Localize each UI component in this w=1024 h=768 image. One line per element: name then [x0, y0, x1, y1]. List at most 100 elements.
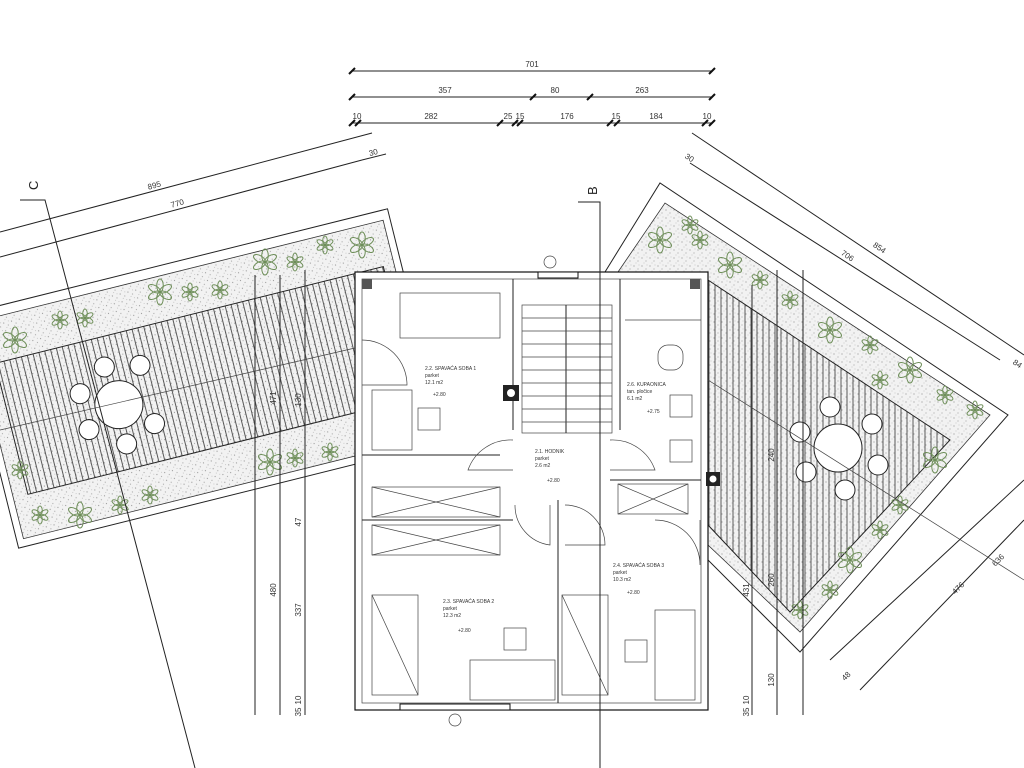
dining-table	[69, 354, 166, 455]
room-label-bedroom-2: 2.3. SPAVAĆA SOBA 2 parket 12.3 m2 +2.80	[443, 598, 494, 634]
dimension-tick	[348, 93, 356, 101]
dim-label: 263	[635, 86, 649, 95]
room-floor: parket	[425, 373, 440, 379]
dining-table	[789, 396, 889, 501]
dim-label: 35	[742, 707, 751, 716]
plant-icon	[76, 308, 94, 328]
dim-label: 48	[840, 670, 853, 683]
room-label-bathroom: 2.6. KUPAONICA tan. pločice 6.1 m2 +2.75	[627, 382, 666, 415]
plant-icon	[781, 290, 799, 310]
dim-label: 10	[703, 112, 712, 121]
left-terrace-dimensions: 895 770 30	[0, 132, 387, 258]
plant-icon	[350, 231, 374, 259]
dim-label: 471	[269, 391, 278, 405]
room-name: 2.2. SPAVAĆA SOBA 1	[425, 365, 476, 372]
plant-icon	[966, 400, 984, 420]
dim-label: 80	[551, 86, 560, 95]
plant-icon	[871, 520, 889, 540]
dimension-tick	[701, 119, 709, 127]
plant-icon	[31, 505, 49, 525]
dimension-tick	[348, 67, 356, 75]
plant-icon	[141, 485, 159, 505]
room-label-bedroom-1: 2.2. SPAVAĆA SOBA 1 parket 12.1 m2 +2.80	[425, 365, 476, 398]
plant-icon	[861, 335, 879, 355]
dim-label: 10	[353, 112, 362, 121]
house	[354, 271, 720, 711]
dim-label: 130	[767, 673, 776, 687]
plant-icon	[718, 251, 742, 279]
room-label-bedroom-3: 2.4. SPAVAĆA SOBA 3 parket 10.3 m2 +2.80	[613, 562, 664, 596]
dim-label: 130	[294, 393, 303, 407]
room-name: 2.1. HODNIK	[535, 449, 565, 455]
plant-icon	[691, 230, 709, 250]
dim-label: 10	[742, 695, 751, 704]
left-vertical-dimensions: 480 337 47 10 35 471 130	[254, 270, 306, 716]
room-floor: parket	[443, 606, 458, 612]
right-terrace	[604, 182, 1009, 653]
dim-label: 25	[504, 112, 513, 121]
dimension-tick	[354, 119, 362, 127]
room-level: +2.80	[458, 628, 471, 634]
dim-label: 431	[742, 583, 751, 597]
dim-label: 15	[612, 112, 621, 121]
dimension-tick	[348, 119, 356, 127]
plant-icon	[258, 448, 282, 476]
section-line-b: B	[578, 186, 601, 768]
dimension-tick	[586, 93, 594, 101]
room-floor: parket	[613, 570, 628, 576]
dim-label: 30	[683, 152, 696, 165]
room-level: +2.80	[433, 392, 446, 398]
dim-label: 895	[147, 179, 163, 191]
dim-label: 770	[170, 197, 186, 209]
plant-icon	[3, 326, 27, 354]
dim-label: 47	[294, 517, 303, 526]
room-area: 12.3 m2	[443, 613, 461, 619]
plant-icon	[791, 600, 809, 620]
plant-icon	[936, 385, 954, 405]
section-marker-c: C	[26, 181, 41, 190]
dim-label: 240	[767, 448, 776, 462]
dim-label: 706	[839, 248, 856, 263]
room-name: 2.6. KUPAONICA	[627, 382, 666, 388]
room-level: +2.75	[647, 409, 660, 415]
dim-label: 84	[1011, 358, 1024, 371]
plant-icon	[181, 282, 199, 302]
staircase	[521, 304, 613, 434]
dimension-tick	[708, 119, 716, 127]
room-label-hallway: 2.1. HODNIK parket 2.6 m2 +2.80	[535, 449, 565, 484]
plant-icon	[648, 226, 672, 254]
room-area: 12.1 m2	[425, 380, 443, 386]
plant-icon	[898, 356, 922, 384]
plant-icon	[111, 495, 129, 515]
room-name: 2.3. SPAVAĆA SOBA 2	[443, 598, 494, 605]
dim-label: 10	[294, 695, 303, 704]
dimension-tick	[708, 67, 716, 75]
dimension-tick	[606, 119, 614, 127]
dim-label: 15	[516, 112, 525, 121]
dim-label: 35	[294, 707, 303, 716]
plant-icon	[11, 460, 29, 480]
dimension-tick	[496, 119, 504, 127]
room-floor: parket	[535, 456, 550, 462]
plant-icon	[286, 252, 304, 272]
dim-label: 337	[294, 603, 303, 617]
room-area: 2.6 m2	[535, 463, 551, 469]
dim-label: 480	[269, 583, 278, 597]
plant-icon	[821, 580, 839, 600]
plant-icon	[871, 370, 889, 390]
dim-label: 30	[368, 147, 379, 158]
plant-icon	[286, 448, 304, 468]
dim-label: 854	[871, 240, 888, 255]
room-name: 2.4. SPAVAĆA SOBA 3	[613, 562, 664, 569]
plant-icon	[51, 310, 69, 330]
dimension-tick	[516, 119, 524, 127]
plants	[3, 215, 984, 620]
room-level: +2.80	[547, 478, 560, 484]
plant-icon	[148, 278, 172, 306]
room-floor: tan. pločice	[627, 389, 653, 395]
dimension-tick	[529, 93, 537, 101]
plant-icon	[681, 215, 699, 235]
dimension-tick	[708, 93, 716, 101]
section-marker-b: B	[585, 186, 600, 195]
